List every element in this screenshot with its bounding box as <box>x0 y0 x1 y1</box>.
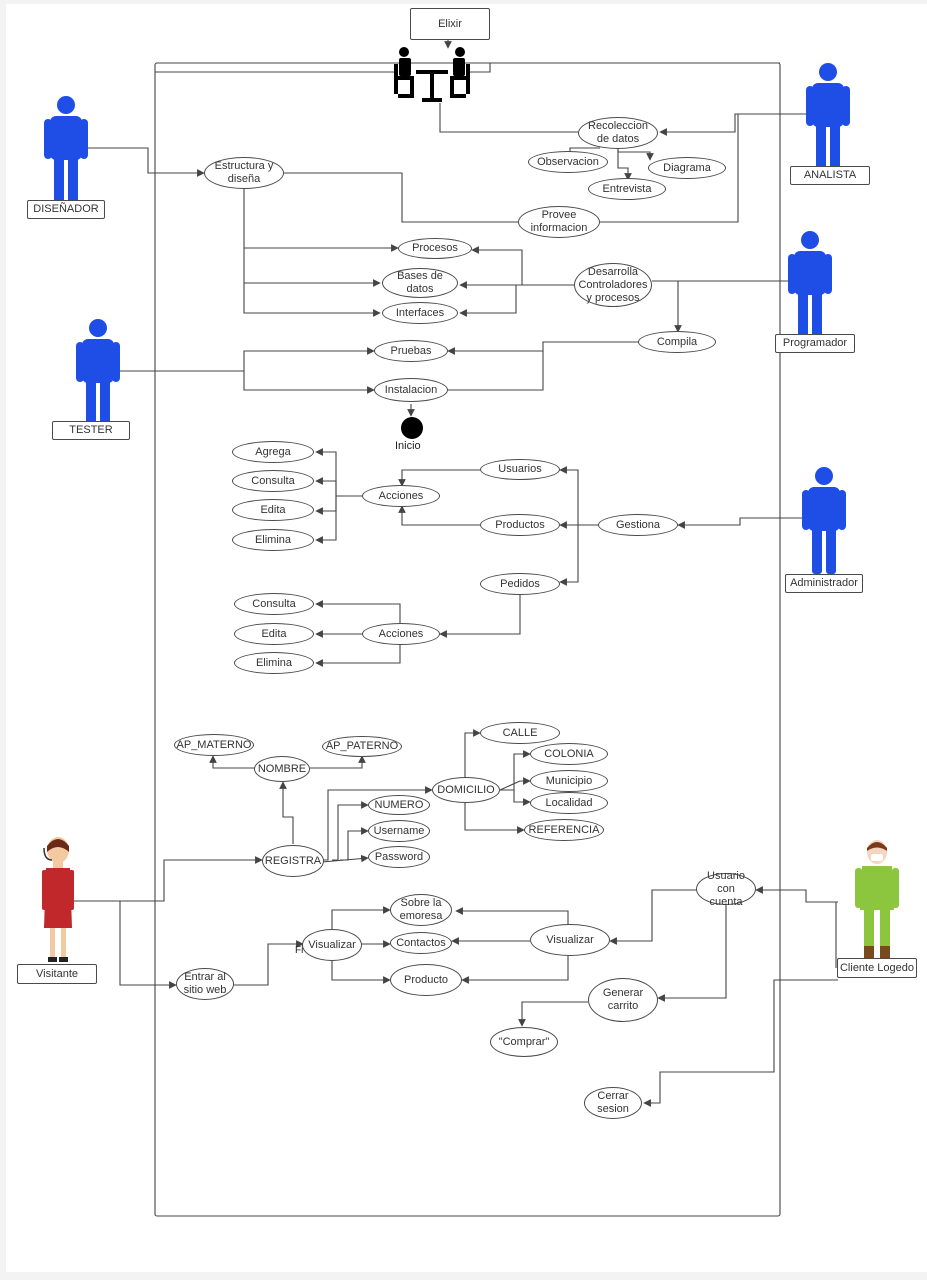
actor-label-analista: ANALISTA <box>790 166 870 185</box>
usecase-acciones-2: Acciones <box>362 623 440 645</box>
usecase-provee: Provee informacion <box>518 206 600 238</box>
start-node-icon <box>401 417 423 439</box>
usecase-interfaces: Interfaces <box>382 302 458 324</box>
usecase-usuarios: Usuarios <box>480 459 560 480</box>
usecase-pruebas: Pruebas <box>374 340 448 362</box>
usecase-cerrar-sesion: Cerrar sesion <box>584 1087 642 1119</box>
usecase-elimina-2: Elimina <box>234 652 314 674</box>
actor-label-administrador: Administrador <box>785 574 863 593</box>
usecase-recoleccion: Recoleccion de datos <box>578 117 658 149</box>
usecase-sobre-empresa: Sobre la emoresa <box>390 894 452 926</box>
start-node-label: Inicio <box>395 440 421 452</box>
usecase-elimina-1: Elimina <box>232 529 314 551</box>
programmer-actor-icon <box>788 231 832 338</box>
usecase-visualizar-right: Visualizar <box>530 924 610 956</box>
tester-actor-icon <box>76 319 120 426</box>
actor-label-tester: TESTER <box>52 421 130 440</box>
usecase-estructura: Estructura y diseña <box>204 157 284 189</box>
usecase-producto: Producto <box>390 964 462 996</box>
usecase-referencia: REFERENCIA <box>524 819 604 841</box>
usecase-compila: Compila <box>638 331 716 353</box>
usecase-desarrolla: Desarrolla Controladores y procesos <box>574 263 652 307</box>
designer-actor-icon <box>44 96 88 203</box>
meeting-icon <box>394 47 470 102</box>
usecase-nombre: NOMBRE <box>254 756 310 782</box>
usecase-consulta-2: Consulta <box>234 593 314 615</box>
usecase-municipio: Municipio <box>530 770 608 792</box>
actor-label-programador: Programador <box>775 334 855 353</box>
usecase-domicilio: DOMICILIO <box>432 777 500 803</box>
usecase-observacion: Observacion <box>528 151 608 173</box>
usecase-pedidos: Pedidos <box>480 573 560 595</box>
actor-label-disenador: DISEÑADOR <box>27 200 105 219</box>
usecase-visualizar-left: Visualizar <box>302 929 362 961</box>
usecase-password: Password <box>368 846 430 868</box>
usecase-numero: NUMERO <box>368 795 430 815</box>
system-boundary <box>154 62 781 1217</box>
usecase-edita-1: Edita <box>232 499 314 521</box>
usecase-entrevista: Entrevista <box>588 178 666 200</box>
usecase-colonia: COLONIA <box>530 743 608 765</box>
usecase-contactos: Contactos <box>390 932 452 954</box>
usecase-entrar: Entrar al sitio web <box>176 968 234 1000</box>
usecase-comprar: "Comprar" <box>490 1027 558 1057</box>
label-fragment: Fi <box>295 945 304 956</box>
system-name-box: Elixir <box>410 8 490 40</box>
usecase-localidad: Localidad <box>530 792 608 814</box>
usecase-procesos: Procesos <box>398 238 472 259</box>
usecase-consulta-1: Consulta <box>232 470 314 492</box>
usecase-agrega: Agrega <box>232 441 314 463</box>
usecase-username: Username <box>368 820 430 842</box>
actor-label-cliente: Cliente Logedo <box>837 958 917 978</box>
usecase-registra: REGISTRA <box>262 845 324 877</box>
usecase-diagrama: Diagrama <box>648 157 726 179</box>
usecase-calle: CALLE <box>480 722 560 744</box>
usecase-usuario-cuenta: Usuario con cuenta <box>696 870 756 908</box>
usecase-ap-materno: AP_MATERNO <box>174 734 254 756</box>
usecase-ap-paterno: AP_PATERNO <box>322 736 402 757</box>
admin-actor-icon <box>802 467 846 574</box>
usecase-gestiona: Gestiona <box>598 514 678 536</box>
analyst-actor-icon <box>806 63 850 170</box>
visitor-actor-icon <box>42 837 74 962</box>
usecase-generar-carrito: Generar carrito <box>588 978 658 1022</box>
usecase-edita-2: Edita <box>234 623 314 645</box>
client-actor-icon <box>855 840 899 960</box>
usecase-instalacion: Instalacion <box>374 378 448 402</box>
usecase-bases: Bases de datos <box>382 268 458 298</box>
usecase-productos: Productos <box>480 514 560 536</box>
usecase-acciones-1: Acciones <box>362 485 440 507</box>
actor-label-visitante: Visitante <box>17 964 97 984</box>
